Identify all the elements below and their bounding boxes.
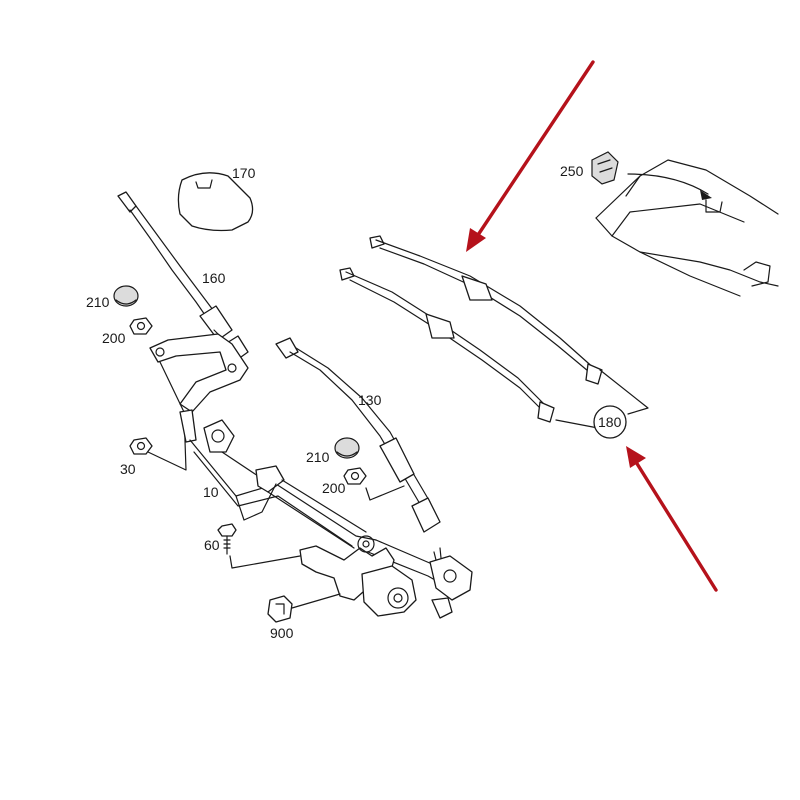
label-210-right: 210	[306, 449, 330, 465]
nut-30	[129, 437, 153, 455]
label-180: 180	[598, 414, 622, 430]
label-130: 130	[358, 392, 382, 408]
label-160: 160	[202, 270, 226, 286]
callout-180	[593, 405, 627, 439]
leader-180	[555, 369, 649, 429]
wiper-arm-130	[275, 337, 441, 533]
label-200-left: 200	[102, 330, 126, 346]
clip-900	[267, 595, 293, 623]
label-170: 170	[232, 165, 256, 181]
cover-cap-170	[177, 172, 254, 232]
label-10: 10	[203, 484, 219, 500]
leader-250-tip	[700, 190, 712, 200]
sensor-clip-250	[591, 151, 619, 185]
hex-nut-200-left	[129, 317, 153, 335]
leader-900	[291, 593, 341, 609]
windshield-outline	[595, 159, 779, 297]
wiper-motor-assembly	[299, 535, 473, 619]
nut-cap-210-left	[113, 285, 139, 307]
highlight-arrow-bottom	[626, 446, 718, 592]
label-200-right: 200	[322, 480, 346, 496]
label-30: 30	[120, 461, 136, 477]
leader-250	[627, 173, 709, 195]
nut-cap-210-right	[334, 437, 360, 459]
bolt-60	[217, 523, 237, 555]
wiper-blade-lower-180	[339, 267, 555, 423]
label-900: 900	[270, 625, 294, 641]
wiper-blade-upper-180	[369, 235, 603, 385]
hex-nut-200-right	[343, 467, 367, 485]
label-250: 250	[560, 163, 584, 179]
leader-200-right	[365, 485, 405, 501]
leader-30	[147, 361, 187, 471]
highlight-arrow-top	[466, 60, 595, 252]
label-210-left: 210	[86, 294, 110, 310]
label-60: 60	[204, 537, 220, 553]
leader-60	[229, 555, 301, 569]
